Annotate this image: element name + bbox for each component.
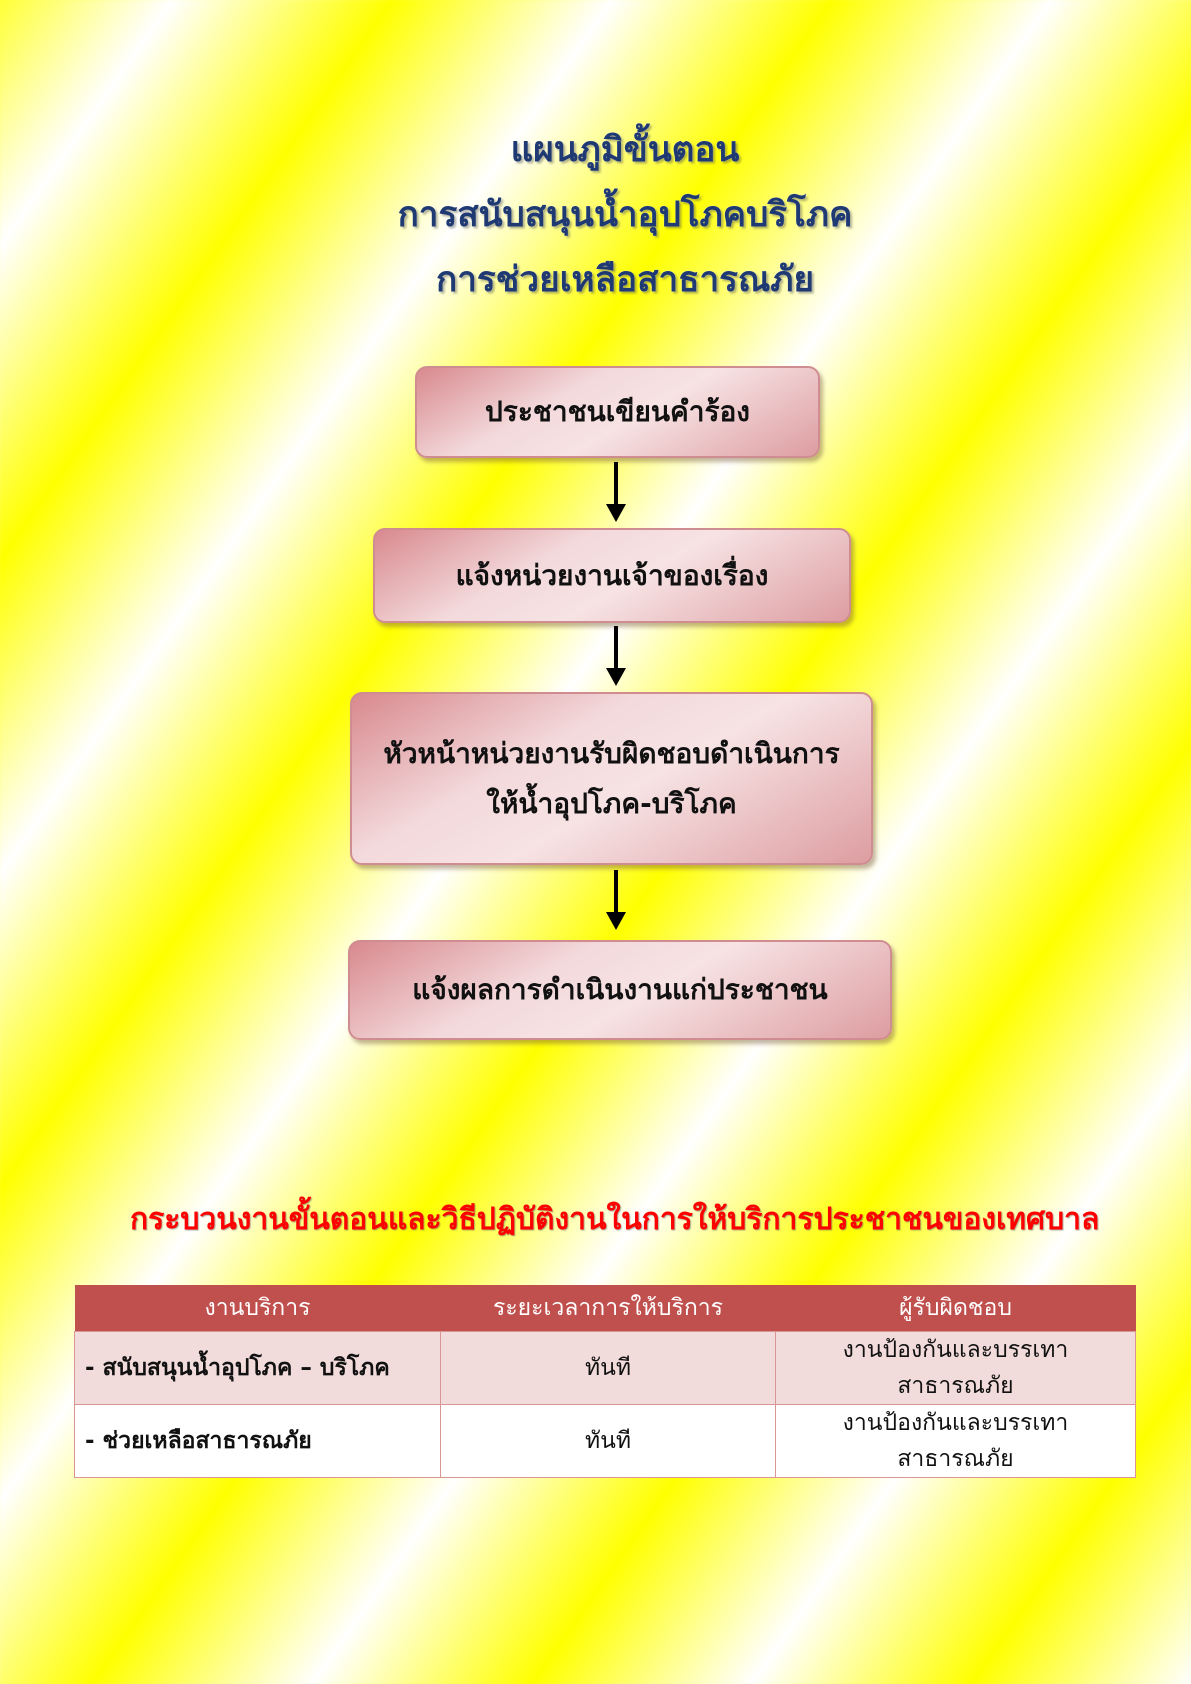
- cell-duration: ทันที: [440, 1331, 776, 1405]
- cell-responsible: งานป้องกันและบรรเทาสาธารณภัย: [775, 1404, 1136, 1478]
- service-table: งานบริการ ระยะเวลาการให้บริการ ผู้รับผิด…: [74, 1285, 1136, 1478]
- title-block: แผนภูมิขั้นตอน การสนับสนุนน้ำอุปโภคบริโภ…: [0, 118, 1191, 313]
- flow-step-label: แจ้งผลการดำเนินงานแก่ประชาชน: [412, 973, 828, 1006]
- flow-arrow-down-icon: [606, 462, 626, 522]
- cell-duration: ทันที: [440, 1404, 776, 1478]
- header-responsible: ผู้รับผิดชอบ: [775, 1285, 1136, 1332]
- flow-step-label: ประชาชนเขียนคำร้อง: [485, 395, 750, 428]
- cell-service: - ช่วยเหลือสาธารณภัย: [74, 1404, 441, 1478]
- table-header-row: งานบริการ ระยะเวลาการให้บริการ ผู้รับผิด…: [74, 1285, 1136, 1332]
- flow-step-label-line-2: ให้น้ำอุปโภค-บริโภค: [486, 786, 737, 820]
- cell-service: - สนับสนุนน้ำอุปโภค – บริโภค: [74, 1331, 441, 1405]
- title-line-3: การช่วยเหลือสาธารณภัย: [436, 260, 814, 300]
- header-duration: ระยะเวลาการให้บริการ: [440, 1285, 776, 1332]
- flow-step-label-line-1: หัวหน้าหน่วยงานรับผิดชอบดำเนินการ: [383, 736, 840, 770]
- cell-responsible: งานป้องกันและบรรเทาสาธารณภัย: [775, 1331, 1136, 1405]
- title-line-2: การสนับสนุนน้ำอุปโภคบริโภค: [397, 195, 853, 235]
- header-service: งานบริการ: [74, 1285, 441, 1332]
- flow-arrow-down-icon: [606, 870, 626, 930]
- table-row: - สนับสนุนน้ำอุปโภค – บริโภค ทันที งานป้…: [74, 1331, 1136, 1405]
- title-line-1: แผนภูมิขั้นตอน: [510, 130, 740, 170]
- flow-step-notify-department: แจ้งหน่วยงานเจ้าของเรื่อง: [373, 528, 851, 623]
- flow-arrow-down-icon: [606, 626, 626, 686]
- table-row: - ช่วยเหลือสาธารณภัย ทันที งานป้องกันและ…: [74, 1404, 1136, 1478]
- flow-step-head-of-unit: หัวหน้าหน่วยงานรับผิดชอบดำเนินการ ให้น้ำ…: [350, 692, 873, 865]
- flow-step-write-request: ประชาชนเขียนคำร้อง: [415, 366, 820, 458]
- process-heading: กระบวนงานขั้นตอนและวิธีปฏิบัติงานในการให…: [130, 1202, 1100, 1237]
- flow-step-label: แจ้งหน่วยงานเจ้าของเรื่อง: [455, 558, 769, 592]
- flow-step-report-result: แจ้งผลการดำเนินงานแก่ประชาชน: [348, 940, 892, 1040]
